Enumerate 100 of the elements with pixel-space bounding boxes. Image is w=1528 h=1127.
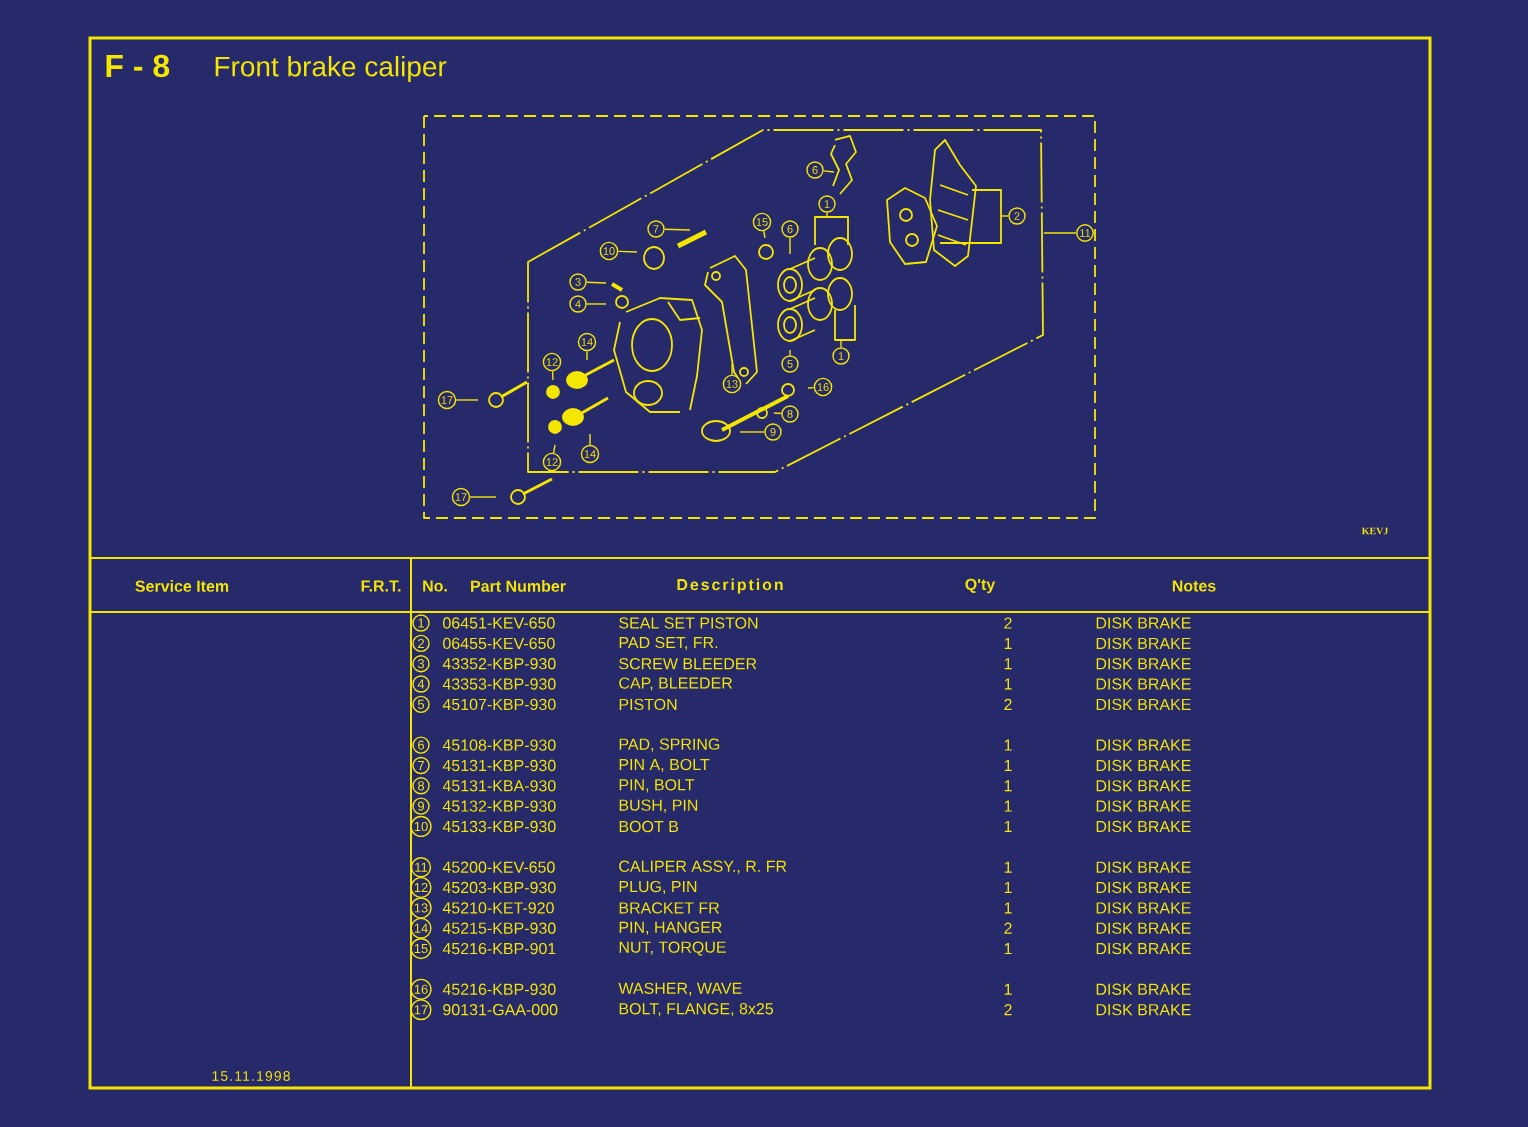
callout-number: 7 bbox=[647, 220, 665, 238]
leader-line bbox=[586, 303, 607, 305]
note: DISK BRAKE bbox=[1096, 759, 1191, 772]
quantity: 1 bbox=[1004, 882, 1012, 893]
part-number: 45133-KBP-930 bbox=[442, 820, 556, 833]
quantity: 2 bbox=[1004, 698, 1012, 710]
description: PIN, HANGER bbox=[619, 921, 722, 935]
callout-number: 3 bbox=[569, 273, 587, 291]
callout-number: 17 bbox=[451, 487, 471, 507]
part-number: 45215-KBP-930 bbox=[442, 922, 556, 934]
note: DISK BRAKE bbox=[1096, 1004, 1191, 1016]
quantity: 1 bbox=[1004, 780, 1012, 792]
note: DISK BRAKE bbox=[1096, 820, 1191, 833]
leader-line bbox=[455, 399, 479, 401]
description: BRACKET FR bbox=[619, 902, 719, 914]
column-header: Q'ty bbox=[965, 578, 996, 594]
callout-number: 14 bbox=[580, 444, 600, 464]
leader-line bbox=[739, 431, 765, 433]
description: BOLT, FLANGE, 8x25 bbox=[619, 1003, 774, 1017]
quantity: 1 bbox=[1004, 678, 1012, 690]
note: DISK BRAKE bbox=[1096, 637, 1191, 650]
callout-number: 6 bbox=[806, 161, 824, 179]
callout-number: 9 bbox=[764, 423, 782, 441]
note: DISK BRAKE bbox=[1096, 658, 1191, 670]
part-number: 45200-KEV-650 bbox=[442, 861, 555, 873]
note: DISK BRAKE bbox=[1096, 617, 1191, 629]
description: SEAL SET PISTON bbox=[619, 617, 758, 629]
part-number: 90131-GAA-000 bbox=[443, 1004, 558, 1016]
note: DISK BRAKE bbox=[1096, 902, 1191, 914]
callout-number: 12 bbox=[542, 452, 562, 472]
quantity: 1 bbox=[1004, 800, 1012, 812]
column-header: Service Item bbox=[135, 580, 229, 592]
leader-line bbox=[789, 237, 791, 255]
part-number: 45131-KBP-930 bbox=[442, 759, 556, 772]
figure-number: F - 8 bbox=[106, 54, 170, 78]
description: PIN A, BOLT bbox=[619, 758, 710, 773]
note: DISK BRAKE bbox=[1096, 780, 1191, 792]
description: SCREW BLEEDER bbox=[619, 658, 757, 670]
leader-line bbox=[586, 281, 607, 284]
callout-number: 2 bbox=[412, 634, 430, 653]
part-number: 06455-KEV-650 bbox=[443, 637, 555, 650]
part-number: 06451-KEV-650 bbox=[443, 617, 555, 629]
note: DISK BRAKE bbox=[1096, 922, 1191, 934]
callout-number: 3 bbox=[412, 655, 430, 673]
title: Front brake caliper bbox=[215, 55, 447, 83]
callout-number: 11 bbox=[410, 857, 432, 878]
quantity: 1 bbox=[1004, 637, 1012, 649]
callout-number: 1 bbox=[832, 347, 850, 365]
callout-number: 4 bbox=[569, 295, 587, 313]
column-header: Part Number bbox=[471, 580, 566, 592]
leader-line bbox=[589, 433, 591, 446]
callout-number: 1 bbox=[412, 614, 430, 632]
callout-number: 8 bbox=[412, 777, 430, 795]
leader-line bbox=[617, 250, 638, 253]
description: PISTON bbox=[619, 698, 677, 711]
quantity: 1 bbox=[1004, 861, 1012, 873]
part-number: 45216-KBP-930 bbox=[442, 983, 556, 995]
callout-number: 10 bbox=[410, 815, 432, 838]
quantity: 1 bbox=[1004, 760, 1012, 771]
description: BOOT B bbox=[619, 820, 678, 833]
part-number: 43352-KBP-930 bbox=[442, 658, 556, 670]
callout-number: 4 bbox=[412, 675, 430, 693]
description: BUSH, PIN bbox=[619, 799, 698, 813]
description: PAD SET, FR. bbox=[619, 636, 718, 650]
callout-number: 1 bbox=[818, 195, 836, 213]
callout-number: 12 bbox=[410, 876, 432, 899]
callout-number: 12 bbox=[542, 352, 562, 372]
callout-number: 15 bbox=[410, 938, 432, 960]
column-header: Notes bbox=[1172, 580, 1216, 592]
part-number: 45216-KBP-901 bbox=[442, 942, 556, 955]
description: PLUG, PIN bbox=[619, 880, 697, 895]
callout-number: 9 bbox=[412, 797, 430, 815]
leader-line bbox=[826, 212, 828, 218]
note: DISK BRAKE bbox=[1096, 942, 1191, 955]
callout-number: 11 bbox=[1076, 224, 1094, 242]
quantity: 1 bbox=[1004, 943, 1012, 955]
quantity: 2 bbox=[1004, 617, 1012, 629]
description: CAP, BLEEDER bbox=[619, 677, 733, 691]
quantity: 1 bbox=[1004, 739, 1012, 751]
leader-line bbox=[1000, 215, 1009, 217]
part-number: 45132-KBP-930 bbox=[442, 800, 556, 812]
part-number: 45210-KET-920 bbox=[442, 902, 554, 914]
note: DISK BRAKE bbox=[1096, 800, 1191, 812]
leader-line bbox=[807, 386, 815, 389]
callout-number: 8 bbox=[781, 405, 799, 423]
quantity: 1 bbox=[1004, 902, 1012, 914]
note: DISK BRAKE bbox=[1096, 698, 1191, 711]
leader-line bbox=[551, 370, 554, 381]
callout-number: 14 bbox=[577, 332, 597, 352]
quantity: 1 bbox=[1004, 821, 1012, 832]
description: NUT, TORQUE bbox=[619, 941, 726, 956]
callout-number: 13 bbox=[722, 374, 742, 394]
description: PAD, SPRING bbox=[619, 738, 720, 752]
quantity: 2 bbox=[1004, 1004, 1012, 1016]
callout-number: 7 bbox=[412, 756, 430, 775]
column-header: Description bbox=[677, 578, 783, 594]
description: PIN, BOLT bbox=[619, 779, 695, 793]
note: DISK BRAKE bbox=[1096, 739, 1191, 751]
leader-line bbox=[773, 412, 783, 415]
leader-line bbox=[664, 228, 691, 231]
